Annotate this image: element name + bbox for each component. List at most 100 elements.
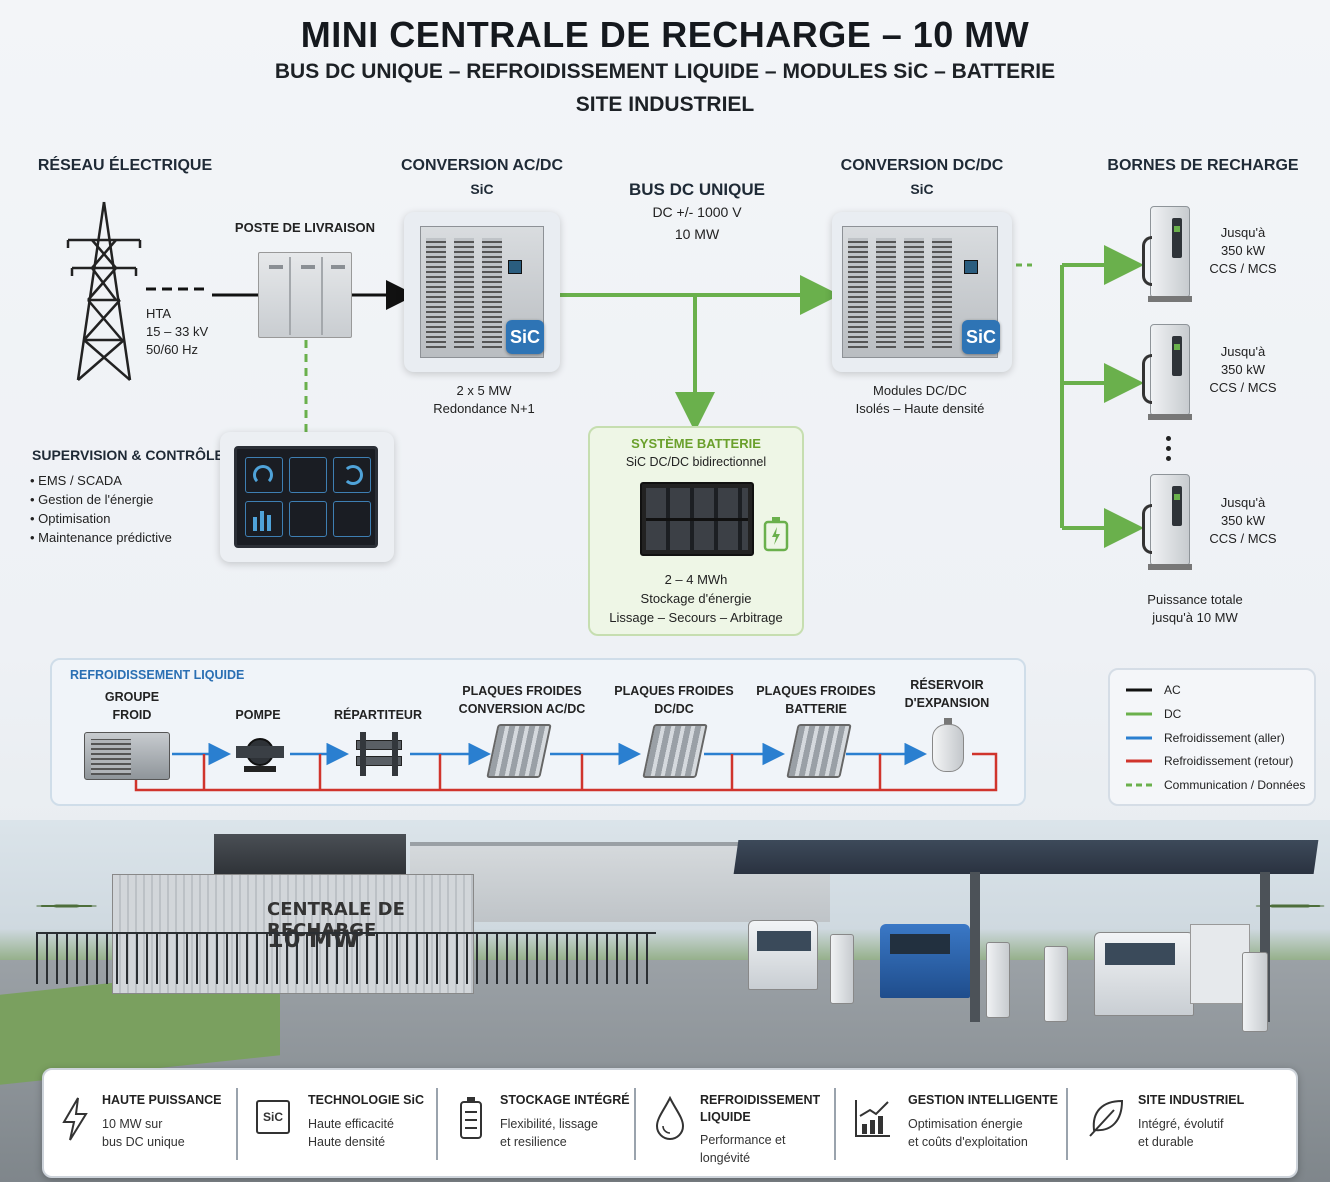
scene-charger xyxy=(830,934,854,1004)
battery-icon xyxy=(763,517,789,552)
legend-cool-supply: Refroidissement (aller) xyxy=(1164,731,1285,745)
rooftop-units xyxy=(214,834,406,874)
battery-uses: Lissage – Secours – Arbitrage xyxy=(609,610,783,625)
acdc-capacity: 2 x 5 MW xyxy=(456,383,512,398)
battery-sub: SiC DC/DC bidirectionnel xyxy=(625,455,767,469)
supervision-item: EMS / SCADA xyxy=(30,471,172,490)
cooling-item-7-l1: RÉSERVOIR xyxy=(910,678,984,692)
dcdc-modules: Modules DC/DC xyxy=(873,383,967,398)
substation-label: POSTE DE LIVRAISON xyxy=(234,220,376,235)
supervision-list: EMS / SCADA Gestion de l'énergie Optimis… xyxy=(30,471,172,547)
battery-icon xyxy=(460,1097,482,1139)
leaf-icon xyxy=(1089,1099,1124,1137)
feature-5-heading: GESTION INTELLIGENTE xyxy=(908,1093,1059,1107)
cooling-item-4-l1: PLAQUES FROIDES xyxy=(462,684,582,698)
total-power-line2: jusqu'à 10 MW xyxy=(1152,610,1238,625)
page-subtitle-site: SITE INDUSTRIEL xyxy=(575,93,755,116)
dcdc-heading: CONVERSION DC/DC xyxy=(840,157,1004,174)
cooling-pipes xyxy=(134,742,998,792)
battery-rack xyxy=(640,482,754,556)
feature-3-text1: Flexibilité, lissage xyxy=(500,1117,598,1131)
feature-separator xyxy=(1066,1088,1068,1160)
feature-4-text2: longévité xyxy=(700,1151,751,1165)
charger-unit-1 xyxy=(1142,206,1196,302)
grid-heading: RÉSEAU ÉLECTRIQUE xyxy=(37,157,213,174)
feature-1-heading: HAUTE PUISSANCE xyxy=(102,1093,222,1107)
substation-cabinet xyxy=(258,252,352,338)
cooling-loop-panel: REFROIDISSEMENT LIQUIDE xyxy=(50,658,1026,806)
cold-plate-acdc xyxy=(486,724,552,778)
truck-white-2 xyxy=(1094,932,1194,1016)
dcdc-converter: SiC xyxy=(832,212,1012,372)
cooling-item-1-l1: GROUPE xyxy=(104,690,160,704)
cooling-item-5-l1: PLAQUES FROIDES xyxy=(614,684,734,698)
scene-charger xyxy=(1242,952,1268,1032)
supervision-heading: SUPERVISION & CONTRÔLE xyxy=(32,447,224,463)
hta-label: HTA xyxy=(146,306,172,321)
charger-1-line2: 350 kW xyxy=(1220,243,1266,258)
scada-screen xyxy=(234,446,378,548)
feature-2-text1: Haute efficacité xyxy=(308,1117,394,1131)
charger-2-line1: Jusqu'à xyxy=(1220,344,1266,359)
cold-plate-dcdc xyxy=(642,724,708,778)
features-bar xyxy=(42,1068,1298,1178)
charger-unit-3 xyxy=(1142,474,1196,574)
cooling-heading: REFROIDISSEMENT LIQUIDE xyxy=(70,668,245,682)
legend-ac: AC xyxy=(1164,683,1181,697)
feature-2-text2: Haute densité xyxy=(308,1135,386,1149)
bus-voltage: DC +/- 1000 V xyxy=(652,204,742,220)
solar-canopy xyxy=(733,840,1319,874)
feature-3-heading: STOCKAGE INTÉGRÉ xyxy=(500,1093,630,1107)
battery-system: SYSTÈME BATTERIE SiC DC/DC bidirectionne… xyxy=(588,426,804,636)
charger-3-line3: CCS / MCS xyxy=(1209,531,1277,546)
feature-4-text1: Performance et xyxy=(700,1133,786,1147)
feature-6-text2: et durable xyxy=(1138,1135,1194,1149)
chiller-unit xyxy=(84,732,170,780)
scene-charger xyxy=(986,942,1010,1018)
dcdc-sic-badge: SiC xyxy=(962,320,1000,354)
cooling-item-2-l1: POMPE xyxy=(235,708,281,722)
cooling-item-6-l2: BATTERIE xyxy=(785,702,847,716)
supervision-monitor xyxy=(220,432,394,562)
acdc-redundancy: Redondance N+1 xyxy=(433,401,535,416)
feature-separator xyxy=(236,1088,238,1160)
manifold-unit xyxy=(352,732,406,776)
feature-6-heading: SITE INDUSTRIEL xyxy=(1138,1093,1245,1107)
total-power-line1: Puissance totale xyxy=(1147,592,1243,607)
cooling-item-1-l2: FROID xyxy=(112,708,152,722)
truck-white-1 xyxy=(748,920,818,990)
scene-charger xyxy=(1044,946,1068,1022)
dcdc-isolated: Isolés – Haute densité xyxy=(855,401,985,416)
feature-separator xyxy=(436,1088,438,1160)
cooling-item-5-l2: DC/DC xyxy=(654,702,694,716)
hta-voltage: 15 – 33 kV xyxy=(146,324,209,339)
pump-unit xyxy=(236,734,284,774)
cooling-item-6-l1: PLAQUES FROIDES xyxy=(756,684,876,698)
supervision-item: Gestion de l'énergie xyxy=(30,490,172,509)
water-drop-icon xyxy=(655,1096,685,1140)
feature-5-text2: et coûts d'exploitation xyxy=(908,1135,1028,1149)
cooling-item-7-l2: D'EXPANSION xyxy=(904,696,990,710)
feature-5-text1: Optimisation énergie xyxy=(908,1117,1023,1131)
supervision-item: Maintenance prédictive xyxy=(30,528,172,547)
supervision-item: Optimisation xyxy=(30,509,172,528)
feature-1-text2: bus DC unique xyxy=(102,1135,185,1149)
battery-storage: Stockage d'énergie xyxy=(640,591,752,606)
legend-cool-return: Refroidissement (retour) xyxy=(1164,754,1294,768)
charger-2-line2: 350 kW xyxy=(1220,362,1266,377)
legend-dc: DC xyxy=(1164,707,1182,721)
truck-trailer xyxy=(1190,924,1250,1004)
cold-plate-battery xyxy=(786,724,852,778)
charger-unit-2 xyxy=(1142,324,1196,420)
more-chargers-ellipsis xyxy=(1166,436,1172,464)
feature-6-text1: Intégré, évolutif xyxy=(1138,1117,1224,1131)
charger-3-line2: 350 kW xyxy=(1220,513,1266,528)
battery-heading: SYSTÈME BATTERIE xyxy=(631,436,761,451)
charger-1-line3: CCS / MCS xyxy=(1209,261,1277,276)
acdc-converter: SiC xyxy=(404,212,560,372)
feature-separator xyxy=(834,1088,836,1160)
page-title: MINI CENTRALE DE RECHARGE – 10 MW xyxy=(300,14,1030,55)
acdc-sic-badge: SiC xyxy=(506,320,544,354)
hta-frequency: 50/60 Hz xyxy=(146,342,199,357)
acdc-sub: SiC xyxy=(470,181,494,197)
